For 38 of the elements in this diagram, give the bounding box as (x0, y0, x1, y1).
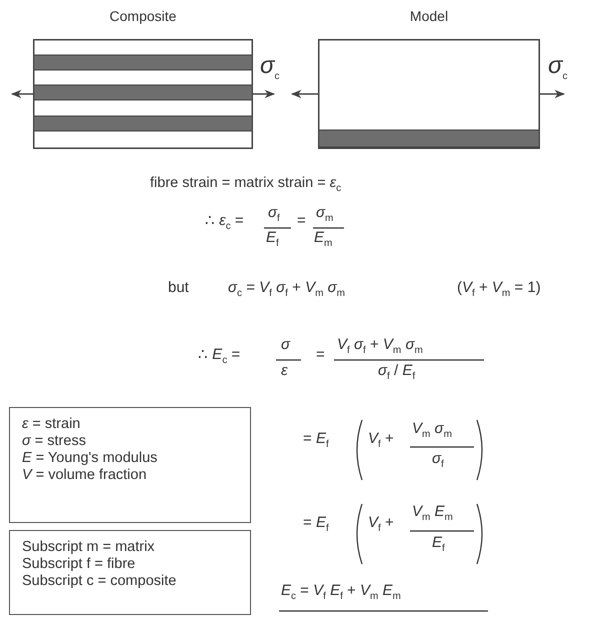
equation-term: σ (281, 336, 290, 354)
equation-term: V$_{m}$ σ$_{m}$ (412, 420, 452, 442)
definition-text: Subscript f = fibre (22, 556, 136, 573)
equation-term: ε (281, 362, 288, 380)
equation-term: V$_{f}$ + (368, 514, 394, 536)
equation-term: E$_{f}$ (266, 229, 279, 251)
definition-text: σ = stress (22, 433, 86, 450)
panel-heading: Model (410, 8, 448, 24)
equation-term: V$_{f}$ σ$_{f}$ + V$_{m}$ σ$_{m}$ (337, 336, 423, 358)
equation-term: = E$_{f}$ (303, 430, 329, 452)
definition-text: ε = strain (22, 416, 80, 433)
equation-term: ∴ ε$_{c}$ = (205, 212, 244, 234)
definition-text: Subscript m = matrix (22, 539, 155, 556)
equation-term: E$_{f}$ (432, 534, 445, 556)
equation-term: E$_{m}$ (314, 229, 332, 251)
equation-term: σ$_{f}$ (268, 204, 280, 226)
equation-term: ∴ E$_{c}$ = (198, 346, 240, 368)
equation-text: but (168, 279, 189, 297)
definition-text: Subscript c = composite (22, 573, 176, 590)
equation-term: σ$_{f}$ (432, 450, 444, 472)
panel-heading: Composite (110, 8, 176, 24)
equation-term: fibre strain = matrix strain = ε$_{c}$ (150, 174, 342, 196)
definition-box (9, 407, 251, 523)
equation-term: σ$_{c}$ = V$_{f}$ σ$_{f}$ + V$_{m}$ σ$_{m}$ (228, 279, 345, 301)
equation-term: σ$_{m}$ (316, 204, 334, 226)
stress-symbol: σ$_{c}$ (260, 52, 280, 84)
equation-term: = (316, 346, 325, 364)
equation-term: (V$_{f}$ + V$_{m}$ = 1) (457, 279, 541, 301)
definition-text: E = Young's modulus (22, 450, 158, 467)
equation-term: V$_{m}$ E$_{m}$ (412, 503, 453, 525)
equation-term: V$_{f}$ + (368, 430, 394, 452)
definition-box (9, 530, 251, 615)
equation-term: = (297, 212, 306, 230)
stress-symbol: σ$_{c}$ (548, 52, 568, 84)
definition-text: V = volume fraction (22, 467, 147, 484)
equation-term: σ$_{f}$ / E$_{f}$ (378, 362, 416, 384)
equation-term: E$_{c}$ = V$_{f}$ E$_{f}$ + V$_{m}$ E$_{m}$ (281, 582, 401, 604)
equation-term: = E$_{f}$ (303, 514, 329, 536)
